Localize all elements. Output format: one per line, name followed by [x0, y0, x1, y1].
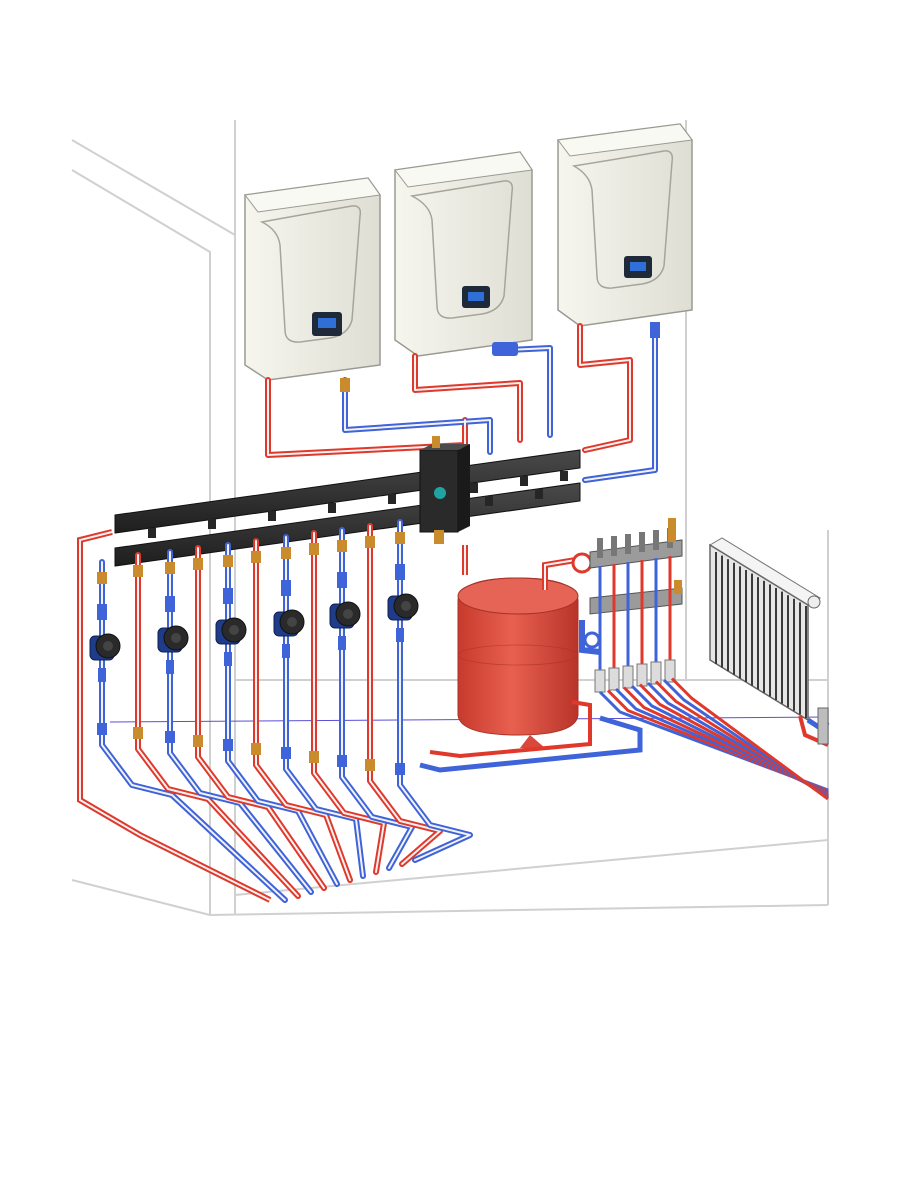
boiler-left [244, 177, 381, 381]
outlet-fitting [650, 661, 662, 685]
outlet-fitting [664, 659, 676, 683]
manifold-valve-cap [625, 534, 631, 554]
brass-fitting [281, 547, 291, 559]
valve [97, 723, 107, 735]
outlet-fitting [636, 663, 648, 687]
brass-fitting [395, 532, 405, 544]
brass-fitting [223, 555, 233, 567]
circuit-pipe-core [285, 536, 364, 877]
left-riser-pipes [77, 529, 272, 903]
radiator [709, 537, 830, 747]
manifold-valve-cap [653, 530, 659, 550]
outlet-fitting [608, 667, 620, 691]
floor-loop [670, 677, 829, 801]
circuit-pipe-core [313, 532, 385, 873]
valve [251, 743, 261, 755]
manifold-valve-cap [597, 538, 603, 558]
circuit-pipe [283, 534, 366, 879]
radiator-fins [715, 552, 807, 718]
pump-groups [89, 564, 419, 682]
valve [395, 763, 405, 775]
hydraulic-separator [419, 436, 470, 544]
valve [281, 747, 291, 759]
valve [309, 751, 319, 763]
valve [223, 739, 233, 751]
pump-5 [329, 572, 361, 650]
valve [193, 735, 203, 747]
underfloor-outlets [594, 528, 676, 693]
manifold-valve-cap [611, 536, 617, 556]
pump-6 [387, 564, 419, 642]
circuit-pipe [253, 538, 353, 883]
valve [165, 731, 175, 743]
brass-fitting [309, 543, 319, 555]
circuit-pipe-core [101, 561, 286, 901]
brass-fitting [165, 562, 175, 574]
boiler-right [557, 123, 693, 327]
underfloor-loops [598, 677, 829, 801]
expansion-tank [419, 545, 643, 773]
boiler-center [394, 151, 533, 357]
outlet-fitting [622, 665, 634, 689]
outlet-fitting [594, 669, 606, 693]
pump-4 [273, 580, 305, 658]
circuit-pipes [97, 519, 473, 903]
pump-1 [89, 604, 121, 682]
circuit-pipe-core [341, 529, 413, 869]
brass-fitting [97, 572, 107, 584]
valve [133, 727, 143, 739]
brass-fitting [133, 565, 143, 577]
circuit-pipe-core [369, 525, 441, 865]
brass-fitting [251, 551, 261, 563]
brass-fitting [337, 540, 347, 552]
circuit-pipe-core [399, 521, 471, 861]
valve [365, 759, 375, 771]
underfloor-manifold [542, 518, 683, 693]
circuit-pipe-core [255, 540, 351, 881]
pump-2 [157, 596, 189, 674]
circuit-pipe-core [137, 554, 299, 897]
brass-fitting [365, 536, 375, 548]
circuit-pipe-core [169, 551, 312, 893]
pump-3 [215, 588, 247, 666]
brass-fitting [193, 558, 203, 570]
boiler-pipes [265, 322, 660, 483]
manifold-valve-cap [639, 532, 645, 552]
room-walls [71, 120, 829, 916]
circuit-pipe-core [197, 547, 325, 889]
valve [337, 755, 347, 767]
circuit-pipe-core [227, 544, 338, 885]
distribution-manifold [114, 449, 581, 567]
